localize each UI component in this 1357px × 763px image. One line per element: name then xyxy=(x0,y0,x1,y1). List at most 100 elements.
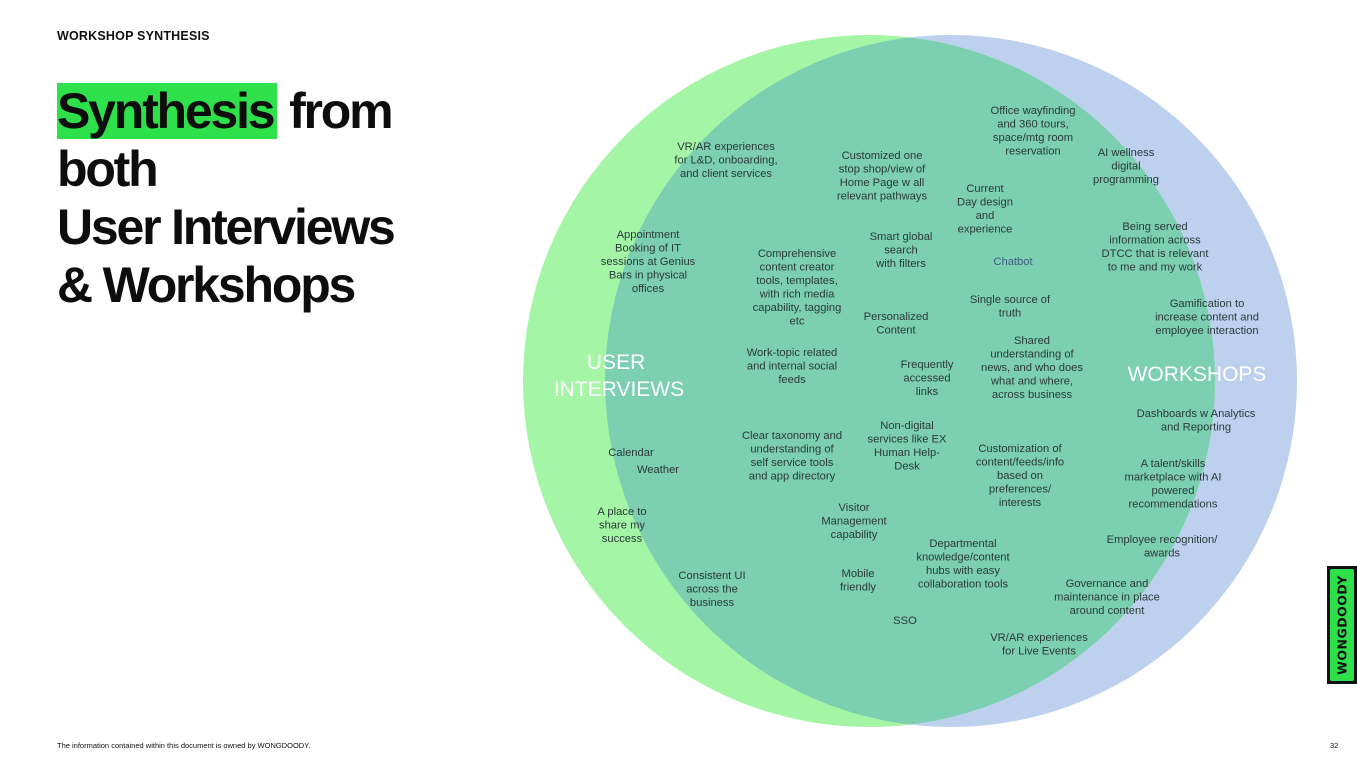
title-line1-rest: from xyxy=(277,83,394,139)
item-single-source-line: truth xyxy=(999,308,1021,320)
item-smart-global-search-line: with filters xyxy=(875,258,926,270)
item-clear-taxonomy-line: Clear taxonomy and xyxy=(742,430,842,442)
item-current-day-design-line: Current xyxy=(966,183,1004,195)
item-personalized-content-line: Personalized xyxy=(864,311,929,323)
item-non-digital-services-line: services like EX xyxy=(868,434,947,446)
item-appointment-booking-line: Booking of IT xyxy=(615,243,681,255)
item-current-day-design-line: and xyxy=(976,210,995,222)
item-comprehensive-content-line: capability, tagging xyxy=(753,302,842,314)
item-weather-line: Weather xyxy=(637,464,679,476)
item-talent-marketplace-line: marketplace with AI xyxy=(1125,472,1222,484)
item-calendar: Calendar xyxy=(608,447,654,459)
title-line2: both xyxy=(57,141,159,197)
item-clear-taxonomy-line: and app directory xyxy=(749,471,836,483)
item-gamification-line: increase content and xyxy=(1155,312,1259,324)
item-being-served-info-line: Being served xyxy=(1122,221,1187,233)
item-sso: SSO xyxy=(893,615,917,627)
item-work-topic-feeds-line: and internal social xyxy=(747,361,837,373)
item-appointment-booking-line: offices xyxy=(632,283,665,295)
workshops-label: WORKSHOPS xyxy=(1128,363,1267,386)
item-dashboards-analytics-line: and Reporting xyxy=(1161,422,1231,434)
item-frequently-accessed-line: links xyxy=(916,386,939,398)
footer-notice: The information contained within this do… xyxy=(57,741,311,750)
item-being-served-info-line: to me and my work xyxy=(1108,262,1203,274)
item-office-wayfinding-line: space/mtg room xyxy=(993,132,1073,144)
item-shared-understanding-line: across business xyxy=(992,389,1073,401)
item-chatbot: Chatbot xyxy=(993,256,1033,268)
item-employee-recognition: Employee recognition/awards xyxy=(1107,534,1219,560)
item-employee-recognition-line: Employee recognition/ xyxy=(1107,534,1219,546)
item-mobile-friendly: Mobile friendly xyxy=(840,568,876,594)
item-customized-one-stop-line: Customized one xyxy=(842,150,923,162)
item-visitor-management-line: Management xyxy=(821,516,887,528)
overlap-region xyxy=(605,35,1215,727)
item-clear-taxonomy-line: understanding of xyxy=(750,444,834,456)
item-dashboards-analytics-line: Dashboards w Analytics xyxy=(1137,408,1256,420)
item-talent-marketplace-line: recommendations xyxy=(1129,499,1218,511)
title-line4: & Workshops xyxy=(57,257,356,313)
item-being-served-info-line: information across xyxy=(1109,235,1201,247)
item-vr-ar-live-events-line: VR/AR experiences xyxy=(990,632,1088,644)
item-gamification-line: employee interaction xyxy=(1155,325,1258,337)
item-comprehensive-content-line: with rich media xyxy=(759,289,835,301)
item-weather: Weather xyxy=(637,464,679,476)
item-place-to-share-line: A place to xyxy=(597,506,646,518)
item-frequently-accessed-line: accessed xyxy=(903,373,950,385)
item-customization-feeds-line: interests xyxy=(999,497,1042,509)
item-mobile-friendly-line: Mobile xyxy=(842,568,875,580)
item-customized-one-stop-line: relevant pathways xyxy=(837,191,928,203)
item-vr-ar-ld-line: and client services xyxy=(680,168,772,180)
page-title: Synthesis from both User Interviews & Wo… xyxy=(57,82,477,314)
item-shared-understanding-line: what and where, xyxy=(990,376,1073,388)
item-work-topic-feeds-line: feeds xyxy=(778,374,806,386)
logo-wordmark: WONGDOODY xyxy=(1334,575,1350,675)
item-non-digital-services-line: Desk xyxy=(894,461,920,473)
title-line3: User Interviews xyxy=(57,199,396,255)
item-departmental-hubs-line: Departmental xyxy=(929,538,996,550)
item-place-to-share-line: share my xyxy=(599,520,645,532)
item-frequently-accessed-line: Frequently xyxy=(901,359,954,371)
item-shared-understanding-line: Shared xyxy=(1014,335,1050,347)
item-shared-understanding-line: news, and who does xyxy=(981,362,1083,374)
item-talent-marketplace-line: powered xyxy=(1152,485,1195,497)
item-personalized-content-line: Content xyxy=(876,325,916,337)
item-customized-one-stop-line: stop shop/view of xyxy=(839,164,926,176)
item-gamification-line: Gamification to xyxy=(1170,298,1245,310)
item-office-wayfinding-line: reservation xyxy=(1005,146,1060,158)
item-customization-feeds-line: based on xyxy=(997,470,1043,482)
item-non-digital-services-line: Non-digital xyxy=(880,420,933,432)
item-comprehensive-content-line: Comprehensive xyxy=(758,248,836,260)
item-customization-feeds-line: content/feeds/info xyxy=(976,457,1064,469)
item-employee-recognition-line: awards xyxy=(1144,548,1180,560)
item-current-day-design-line: experience xyxy=(958,224,1013,236)
item-appointment-booking-line: Bars in physical xyxy=(609,270,687,282)
page-number: 32 xyxy=(1330,741,1339,750)
item-ai-wellness-line: AI wellness xyxy=(1098,147,1155,159)
item-appointment-booking-line: sessions at Genius xyxy=(601,256,696,268)
wongdoody-logo: WONGDOODY xyxy=(1327,566,1357,684)
item-non-digital-services-line: Human Help- xyxy=(874,447,940,459)
item-governance-line: maintenance in place xyxy=(1054,592,1160,604)
item-vr-ar-ld-line: VR/AR experiences xyxy=(677,141,775,153)
item-chatbot-line: Chatbot xyxy=(993,256,1033,268)
item-mobile-friendly-line: friendly xyxy=(840,582,876,594)
item-departmental-hubs-line: collaboration tools xyxy=(918,579,1009,591)
item-talent-marketplace-line: A talent/skills xyxy=(1141,458,1206,470)
item-ai-wellness-line: programming xyxy=(1093,174,1159,186)
